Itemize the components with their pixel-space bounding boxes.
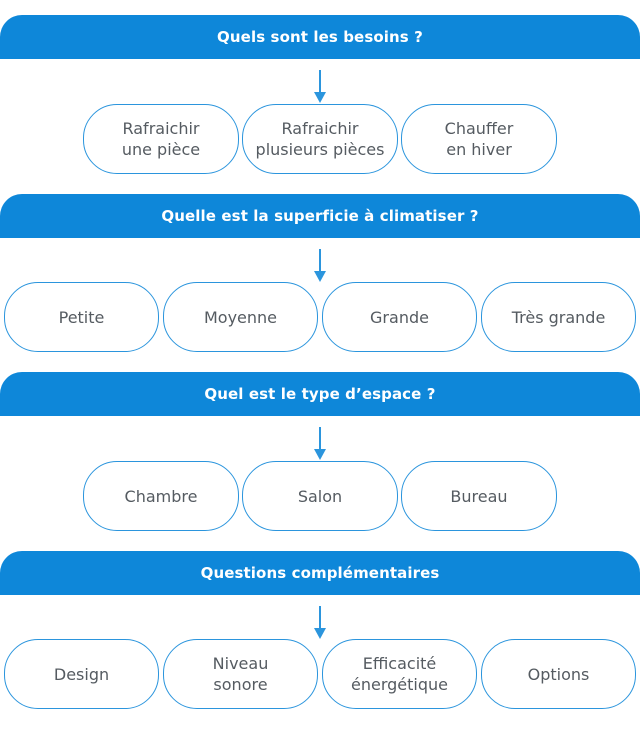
option-bureau[interactable]: Bureau — [401, 461, 557, 531]
section-questions-complementaires: Questions complémentaires Design Niveau … — [0, 551, 640, 713]
arrow-down-icon — [314, 70, 326, 103]
option-moyenne[interactable]: Moyenne — [163, 282, 318, 352]
option-salon[interactable]: Salon — [242, 461, 398, 531]
arrow-down-icon — [314, 427, 326, 460]
arrow-down-icon — [314, 606, 326, 639]
option-tres-grande[interactable]: Très grande — [481, 282, 636, 352]
option-niveau-sonore[interactable]: Niveau sonore — [163, 639, 318, 709]
section-heading: Quel est le type d’espace ? — [0, 372, 640, 416]
section-superficie: Quelle est la superficie à climatiser ? … — [0, 194, 640, 356]
option-design[interactable]: Design — [4, 639, 159, 709]
option-options[interactable]: Options — [481, 639, 636, 709]
option-rafraichir-plusieurs-pieces[interactable]: Rafraichir plusieurs pièces — [242, 104, 398, 174]
option-chambre[interactable]: Chambre — [83, 461, 239, 531]
section-heading: Quelle est la superficie à climatiser ? — [0, 194, 640, 238]
option-rafraichir-une-piece[interactable]: Rafraichir une pièce — [83, 104, 239, 174]
option-chauffer-en-hiver[interactable]: Chauffer en hiver — [401, 104, 557, 174]
option-efficacite-energetique[interactable]: Efficacité énergétique — [322, 639, 477, 709]
option-petite[interactable]: Petite — [4, 282, 159, 352]
section-heading: Questions complémentaires — [0, 551, 640, 595]
section-type-espace: Quel est le type d’espace ? Chambre Salo… — [0, 372, 640, 534]
section-heading: Quels sont les besoins ? — [0, 15, 640, 59]
arrow-down-icon — [314, 249, 326, 282]
section-besoins: Quels sont les besoins ? Rafraichir une … — [0, 15, 640, 177]
option-grande[interactable]: Grande — [322, 282, 477, 352]
